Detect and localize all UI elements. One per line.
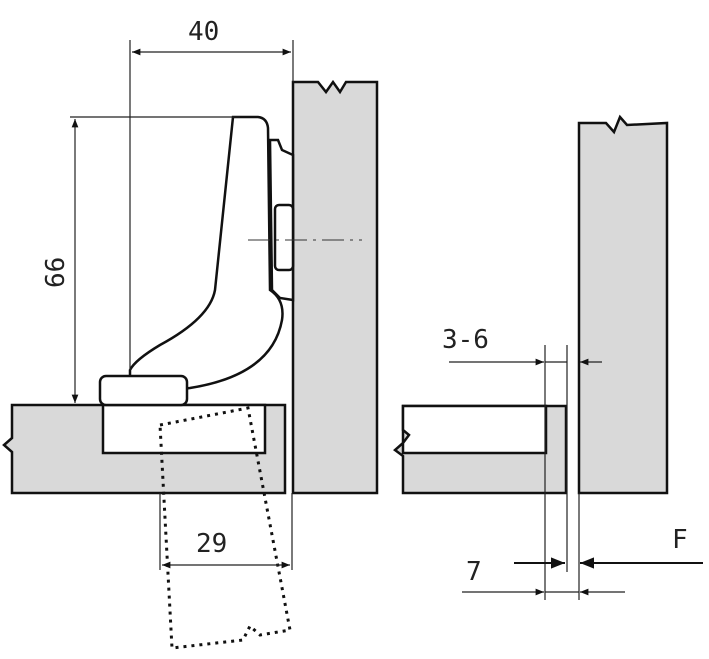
cup-recess	[101, 403, 267, 455]
dim-3-6-label: 3-6	[442, 325, 489, 355]
dim-40-label: 40	[188, 17, 219, 47]
door-open-position	[158, 406, 292, 650]
hinge-cup	[98, 374, 189, 407]
hinge-arm	[128, 115, 284, 397]
dim-66-label: 66	[41, 257, 71, 288]
mounting-plate-inner	[273, 203, 295, 272]
side-panel-left	[291, 79, 379, 495]
right-view: 3-6 F 7	[393, 114, 703, 600]
door-right-recess	[401, 404, 548, 455]
dim-7-label: 7	[466, 557, 482, 587]
side-panel-right	[577, 114, 669, 495]
left-view: 40 66 29	[2, 17, 379, 650]
dim-29-label: 29	[196, 529, 227, 559]
force-label: F	[672, 525, 688, 555]
